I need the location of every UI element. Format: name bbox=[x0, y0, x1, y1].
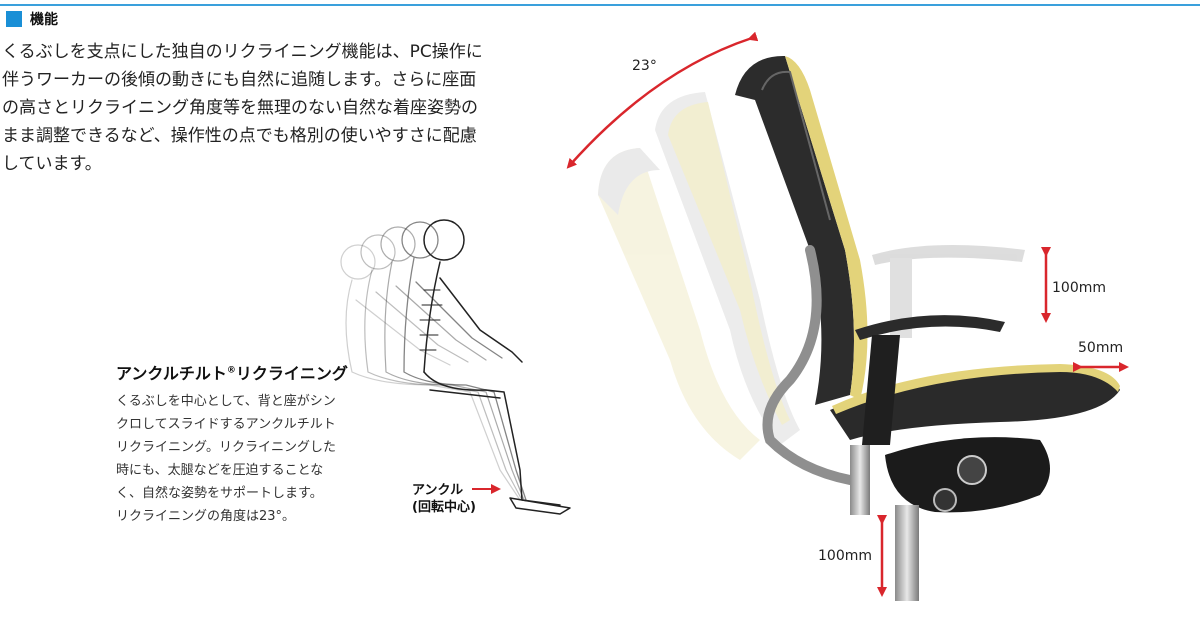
registered-mark: ® bbox=[226, 365, 236, 376]
column-ring bbox=[850, 445, 870, 515]
ankle-tilt-title: アンクルチルト®リクライニング bbox=[116, 360, 366, 384]
seat-height-label: 100mm bbox=[818, 548, 872, 564]
chair-illustration bbox=[598, 55, 1120, 601]
side-frame bbox=[762, 245, 855, 485]
skeleton-main bbox=[419, 219, 571, 515]
ankle-tilt-line: リクライニングの角度は23°。 bbox=[116, 509, 296, 524]
ankle-tilt-line: 時にも、太腿などを圧迫することな bbox=[116, 463, 324, 478]
ankle-pivot-label: アンクル (回転中心) bbox=[412, 482, 476, 516]
skeleton-ghost-2 bbox=[360, 234, 523, 501]
top-rule bbox=[0, 4, 1200, 6]
intro-line: 伴うワーカーの後傾の動きにも自然に追随します。さらに座面 bbox=[2, 70, 477, 90]
backrest-ghost-mid bbox=[655, 92, 800, 445]
gas-column bbox=[895, 505, 919, 601]
skeleton-recline-illustration bbox=[340, 219, 571, 515]
ankle-tilt-line: くるぶしを中心として、背と座がシン bbox=[116, 394, 336, 409]
intro-line: くるぶしを支点にした独自のリクライニング機能は、PC操作に bbox=[2, 42, 483, 62]
ankle-label-line1: アンクル bbox=[412, 483, 464, 498]
armrest bbox=[855, 315, 1005, 445]
skeleton-ghost-3 bbox=[380, 226, 525, 501]
recline-angle-arrow bbox=[566, 31, 759, 169]
ankle-tilt-line: く、自然な姿勢をサポートします。 bbox=[116, 486, 323, 501]
recline-angle-label: 23° bbox=[632, 58, 657, 74]
ankle-tilt-title-suffix: リクライニング bbox=[235, 364, 348, 383]
header-marker-icon bbox=[6, 11, 22, 27]
backrest-main bbox=[735, 55, 868, 405]
intro-line: の高さとリクライニング角度等を無理のない自然な着座姿勢の bbox=[2, 98, 478, 118]
section-title: 機能 bbox=[30, 12, 58, 28]
intro-line: しています。 bbox=[2, 154, 102, 174]
skeleton-ghost-4 bbox=[401, 221, 527, 501]
ankle-tilt-line: クロしてスライドするアンクルチルト bbox=[116, 417, 336, 432]
ankle-tilt-description: アンクルチルト®リクライニング くるぶしを中心として、背と座がシン クロしてスラ… bbox=[116, 360, 366, 528]
intro-paragraph: くるぶしを支点にした独自のリクライニング機能は、PC操作に 伴うワーカーの後傾の… bbox=[2, 38, 502, 178]
intro-line: まま調整できるなど、操作性の点でも格別の使いやすさに配慮 bbox=[2, 126, 477, 146]
armrest-slide-label: 50mm bbox=[1078, 340, 1124, 356]
ankle-tilt-line: リクライニング。リクライニングした bbox=[116, 440, 336, 455]
section-header: 機能 bbox=[6, 10, 58, 28]
ankle-tilt-body: くるぶしを中心として、背と座がシン クロしてスライドするアンクルチルト リクライ… bbox=[116, 390, 366, 528]
tilt-mechanism bbox=[885, 437, 1050, 513]
ankle-tilt-title-text: アンクルチルト bbox=[116, 364, 227, 383]
dimension-arrows bbox=[566, 31, 1129, 597]
armrest-height-label: 100mm bbox=[1052, 280, 1106, 296]
ankle-label-line2: (回転中心) bbox=[412, 500, 476, 515]
